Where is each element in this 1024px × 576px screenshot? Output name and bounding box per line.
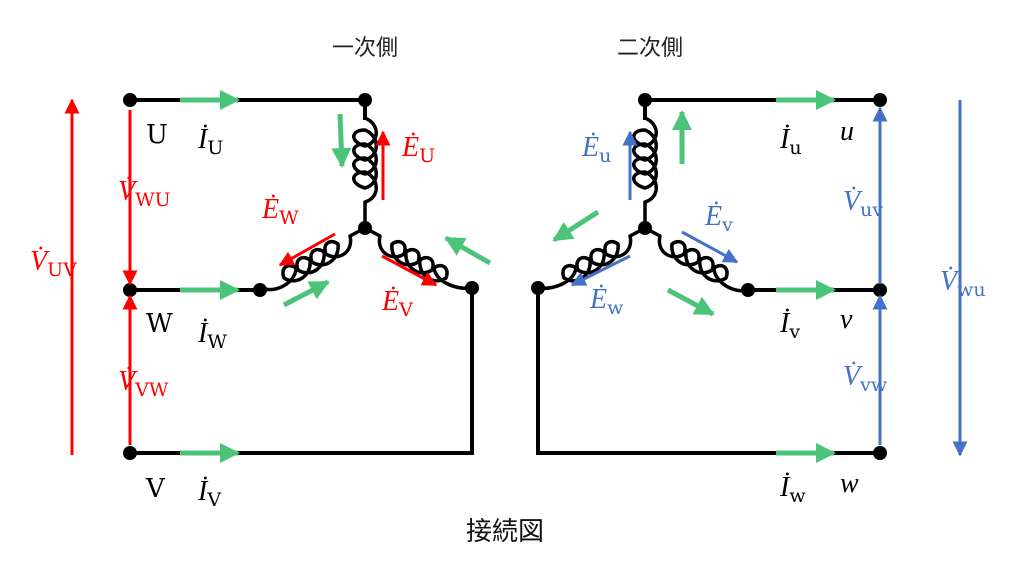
node-W-coil-end — [253, 283, 267, 297]
secondary-side-title: 二次側 — [617, 36, 683, 61]
emf-label-EU: ĖU — [401, 132, 435, 167]
current-label-IV: İV — [197, 476, 221, 511]
primary-wiring — [128, 98, 474, 455]
coil-v — [643, 226, 750, 293]
current-arrow-coil-v — [666, 287, 715, 317]
voltage-label-VVW: V̇VW — [118, 366, 169, 401]
emf-label-Ew: Ėw — [589, 284, 624, 319]
terminal-label-u: u — [840, 116, 854, 147]
current-arrow-coil-W — [282, 279, 330, 308]
node-U — [123, 93, 137, 107]
emf-label-Eu: Ėu — [581, 132, 611, 167]
current-label-Iv: İv — [779, 308, 800, 343]
emf-arrow-w — [570, 254, 631, 287]
coil-W — [260, 226, 367, 292]
node-secondary-neutral — [638, 221, 652, 235]
node-V — [123, 446, 137, 460]
node-U-coil-end — [358, 93, 372, 107]
current-arrow-coil-U — [331, 113, 352, 168]
node-v — [873, 283, 887, 297]
current-label-Iw: İw — [779, 472, 806, 507]
current-label-IU: İU — [197, 124, 223, 159]
current-label-Iu: İu — [779, 124, 802, 159]
emf-label-EW: ĖW — [261, 194, 299, 229]
emf-arrow-W — [278, 232, 336, 267]
node-primary-neutral — [358, 221, 372, 235]
voltage-label-Vuv: V̇uv — [843, 186, 883, 221]
node-w-coil-end — [531, 281, 545, 295]
current-arrow-coil-V — [444, 235, 492, 266]
emf-arrow-V — [381, 254, 438, 287]
primary-voltage-arrows — [64, 98, 438, 455]
terminal-label-v: v — [840, 304, 853, 335]
coil-w — [536, 226, 647, 291]
node-V-coil-end — [465, 281, 479, 295]
wire-U-line — [128, 98, 367, 120]
terminal-label-V: V — [145, 474, 166, 504]
terminal-label-w: w — [840, 468, 859, 499]
diagram-caption: 接続図 — [466, 517, 544, 547]
coil-V — [363, 226, 474, 291]
current-arrow-coil-w — [552, 209, 600, 243]
terminal-label-U: U — [146, 120, 168, 150]
current-arrows — [180, 90, 836, 463]
node-w — [873, 446, 887, 460]
voltage-label-VUV: V̇UV — [30, 246, 77, 281]
voltage-label-Vwu: V̇wu — [940, 266, 986, 301]
voltage-label-VWU: V̇WU — [118, 176, 171, 211]
emf-arrow-v — [681, 230, 739, 264]
node-W — [123, 283, 137, 297]
node-u — [873, 93, 887, 107]
emf-label-Ev: Ėv — [704, 201, 733, 236]
wire-V-line — [128, 286, 474, 455]
current-label-IW: İW — [197, 318, 227, 353]
voltage-label-Vvw: V̇vw — [843, 361, 888, 396]
secondary-voltage-arrows — [570, 100, 968, 457]
coil-U — [352, 116, 378, 230]
emf-label-EV: ĖV — [381, 286, 413, 321]
node-u-coil-end — [638, 93, 652, 107]
primary-side-title: 一次側 — [332, 36, 398, 61]
wire-w-line — [536, 286, 882, 455]
node-v-coil-end — [741, 283, 755, 297]
coil-u — [632, 116, 658, 230]
terminal-label-W: W — [146, 309, 173, 339]
